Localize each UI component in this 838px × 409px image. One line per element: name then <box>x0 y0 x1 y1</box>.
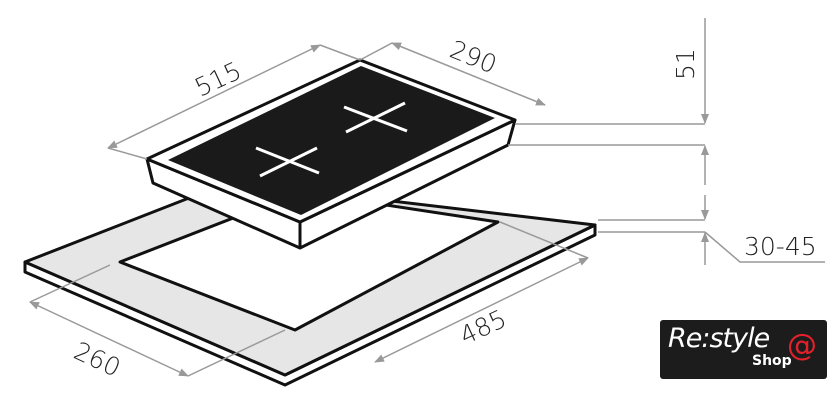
dim-height-label: 51 <box>671 48 700 80</box>
logo-sub: Shop <box>752 353 792 369</box>
logo-cart-icon: @ <box>787 328 817 363</box>
restyle-shop-logo: Re:style @ Shop <box>660 320 827 379</box>
burner-marks <box>255 101 408 178</box>
dim-thickness-label: 30-45 <box>744 232 817 261</box>
dim-cutout-length-label: 485 <box>455 304 511 350</box>
dim-length-label: 515 <box>190 56 246 102</box>
worktop <box>23 180 597 387</box>
dim-width-label: 290 <box>446 35 501 80</box>
dimension-lines <box>29 18 825 377</box>
logo-name: Re:style <box>668 323 770 354</box>
